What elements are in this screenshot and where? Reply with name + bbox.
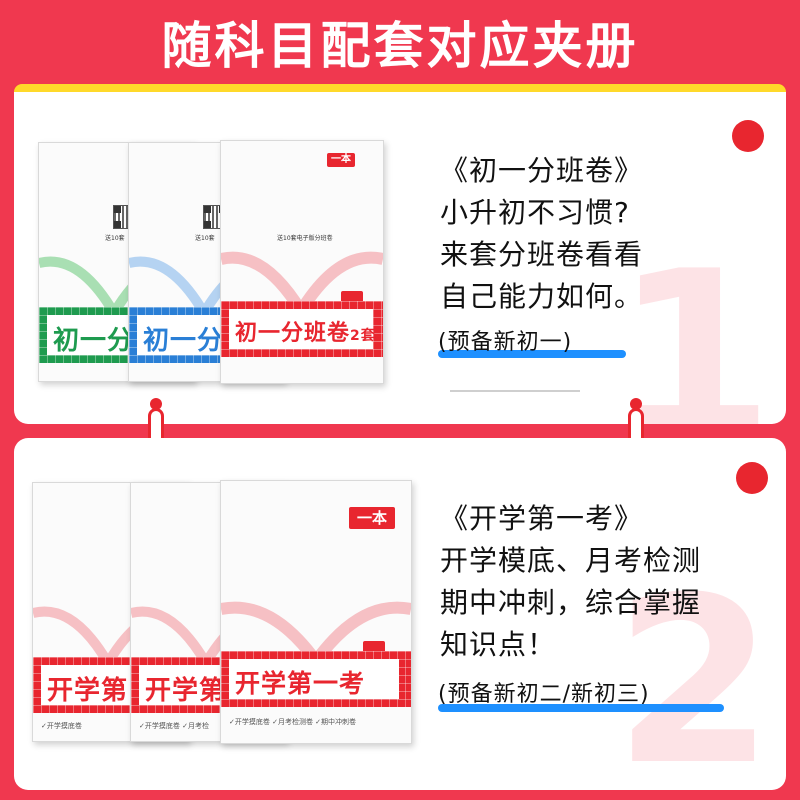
watermark-number: 2 <box>614 549 775 791</box>
cover-strip: ✓开学摸底卷 ✓月考检 <box>139 722 209 730</box>
section1-description: 《初一分班卷》 小升初不习惯? 来套分班卷看看 自己能力如何。 <box>440 150 643 318</box>
band-label-area <box>229 309 373 349</box>
book-band: 初一分班卷2套 <box>221 301 383 357</box>
cover-tab <box>341 291 363 301</box>
section2-line-1: 开学模底、月考检测 <box>440 544 702 577</box>
book-title: 初一分 <box>143 326 225 356</box>
section1-heading: 《初一分班卷》 <box>440 154 644 187</box>
book-cover: 一本 开学第一考 ✓开学摸底卷 ✓月考检测卷 ✓期中冲刺卷 <box>220 480 412 744</box>
note-underline <box>438 704 724 712</box>
brand-logo: 一本 <box>349 507 395 529</box>
section2-line-3: 知识点！ <box>440 628 557 661</box>
brand-logo: 一本 <box>327 153 355 167</box>
ring-dot <box>630 398 642 410</box>
ring-dot <box>150 398 162 410</box>
section1-line-3: 自己能力如何。 <box>440 280 644 313</box>
section1-note: (预备新初一) <box>438 330 573 355</box>
section2-line-2: 期中冲刺，综合掌握 <box>440 586 702 619</box>
watermark-number: 1 <box>614 223 775 425</box>
cover-strip: ✓开学摸底卷 ✓月考检测卷 ✓期中冲刺卷 <box>229 718 357 726</box>
note-underline <box>438 350 626 358</box>
book-title: 开学第一考 <box>235 669 366 698</box>
panel-section-1: 1 送10套 初一分 送10套 初一分 一本 送10套电子版分班卷 <box>14 92 786 424</box>
red-dot <box>732 120 764 152</box>
book-title-sup: 2套 <box>350 328 376 344</box>
book-title: 初一分 <box>53 326 135 356</box>
book-title: 开学第 <box>145 676 227 706</box>
section2-heading: 《开学第一考》 <box>440 502 644 535</box>
book-title-text: 初一分班卷 <box>235 321 351 346</box>
cover-tab <box>363 641 385 651</box>
section1-line-2: 来套分班卷看看 <box>440 238 644 271</box>
qr-caption: 送10套 <box>105 235 125 242</box>
section1-line-1: 小升初不习惯? <box>440 196 630 229</box>
divider-line <box>450 390 580 392</box>
book-title: 开学第 <box>47 676 129 706</box>
section2-description: 《开学第一考》 开学模底、月考检测 期中冲刺，综合掌握 知识点！ <box>440 498 701 666</box>
banner-title: 随科目配套对应夹册 <box>161 17 639 75</box>
red-dot <box>736 462 768 494</box>
band-label-area <box>229 659 399 699</box>
panel-section-2: 2 开学第 ✓开学摸底卷 开学第 ✓开学摸底卷 ✓月考检 一本 开学第一考 <box>14 438 786 790</box>
book-band: 开学第一考 <box>221 651 411 707</box>
cover-strip: ✓开学摸底卷 <box>41 722 82 730</box>
cover-caption: 送10套电子版分班卷 <box>277 235 333 242</box>
qr-caption: 送10套 <box>195 235 215 242</box>
section2-note: (预备新初二/新初三) <box>438 682 650 707</box>
book-title: 初一分班卷2套 <box>235 315 376 347</box>
book-cover: 一本 送10套电子版分班卷 初一分班卷2套 <box>220 140 384 384</box>
